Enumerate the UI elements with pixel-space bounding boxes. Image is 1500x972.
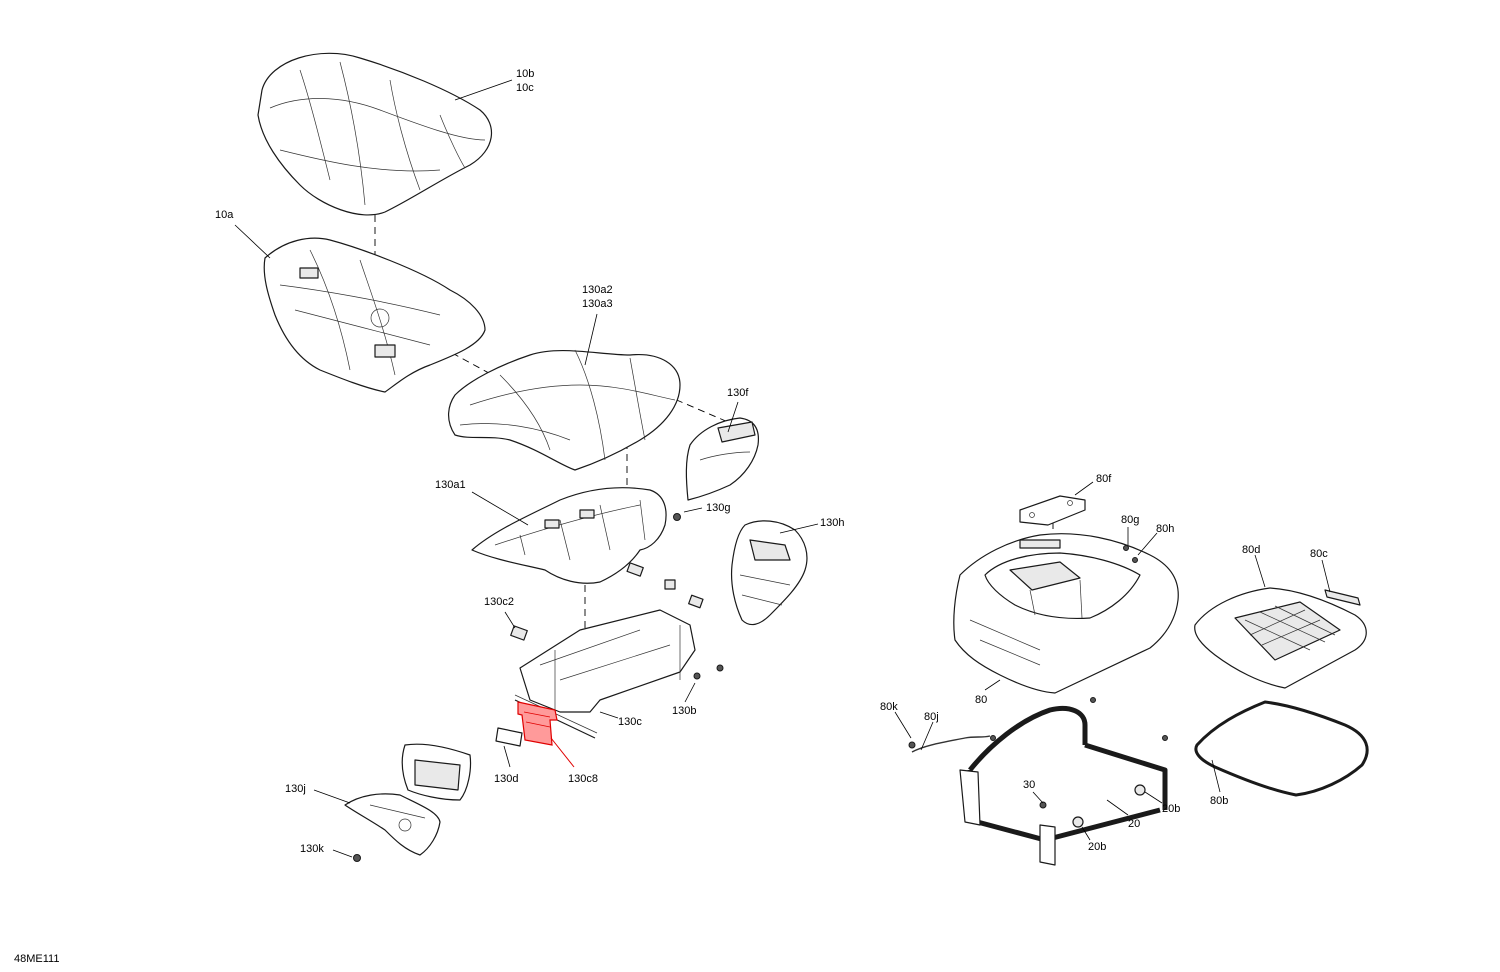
label-130c8[interactable]: 130c8 bbox=[568, 773, 598, 785]
seat-cushion-130a2[interactable] bbox=[448, 349, 681, 471]
label-80g[interactable]: 80g bbox=[1121, 514, 1139, 526]
label-80f[interactable]: 80f bbox=[1096, 473, 1112, 485]
screw-130k[interactable] bbox=[353, 854, 361, 862]
fasteners-130c2[interactable] bbox=[510, 562, 704, 641]
seat-base-10a[interactable] bbox=[263, 237, 486, 393]
label-20b-right[interactable]: 20b bbox=[1162, 803, 1180, 815]
label-130a1[interactable]: 130a1 bbox=[435, 479, 466, 491]
screw-130g[interactable] bbox=[673, 513, 681, 521]
screw-80g[interactable] bbox=[1123, 545, 1129, 551]
diagram-id: 48ME111 bbox=[14, 953, 59, 965]
label-130a3[interactable]: 130a3 bbox=[582, 298, 613, 310]
label-130k[interactable]: 130k bbox=[300, 843, 324, 855]
seat-pan-130a1[interactable] bbox=[471, 487, 667, 584]
handle-130j[interactable] bbox=[401, 743, 472, 801]
strip-80c[interactable] bbox=[1324, 589, 1361, 606]
cable-80j[interactable] bbox=[908, 735, 991, 753]
label-130a2[interactable]: 130a2 bbox=[582, 284, 613, 296]
support-frame-20[interactable] bbox=[959, 705, 1168, 866]
storage-bin-80[interactable] bbox=[953, 533, 1179, 694]
label-10c[interactable]: 10c bbox=[516, 82, 534, 94]
label-130c2[interactable]: 130c2 bbox=[484, 596, 514, 608]
leader-lines bbox=[234, 79, 1331, 858]
screws-frame bbox=[990, 697, 1168, 741]
label-20[interactable]: 20 bbox=[1128, 818, 1140, 830]
seat-cushion-10b[interactable] bbox=[257, 52, 493, 216]
label-80[interactable]: 80 bbox=[975, 694, 987, 706]
label-10b[interactable]: 10b bbox=[516, 68, 534, 80]
label-80b[interactable]: 80b bbox=[1210, 795, 1228, 807]
label-80h[interactable]: 80h bbox=[1156, 523, 1174, 535]
label-80j[interactable]: 80j bbox=[924, 711, 939, 723]
label-130g[interactable]: 130g bbox=[706, 502, 730, 514]
gasket-80b[interactable] bbox=[1194, 700, 1369, 797]
callout-labels: 10b 10c 10a 130a2 130a3 130f 130a1 130g … bbox=[215, 68, 1328, 855]
label-130c[interactable]: 130c bbox=[618, 716, 642, 728]
label-130j[interactable]: 130j bbox=[285, 783, 306, 795]
bracket-130j[interactable] bbox=[344, 793, 441, 856]
label-20b-bottom[interactable]: 20b bbox=[1088, 841, 1106, 853]
side-panel-130h[interactable] bbox=[730, 520, 808, 626]
side-cover-130f[interactable] bbox=[685, 417, 760, 501]
lid-80d[interactable] bbox=[1194, 587, 1367, 689]
bracket-130c8-highlighted[interactable] bbox=[517, 701, 558, 746]
bushing-20b-2[interactable] bbox=[1072, 816, 1084, 828]
label-130h[interactable]: 130h bbox=[820, 517, 844, 529]
label-130d[interactable]: 130d bbox=[494, 773, 518, 785]
label-130b[interactable]: 130b bbox=[672, 705, 696, 717]
screw-80h[interactable] bbox=[1132, 557, 1138, 563]
bushing-20b-1[interactable] bbox=[1134, 784, 1146, 796]
label-80k[interactable]: 80k bbox=[880, 701, 898, 713]
label-30[interactable]: 30 bbox=[1023, 779, 1035, 791]
label-130d[interactable] bbox=[495, 727, 523, 747]
label-80c[interactable]: 80c bbox=[1310, 548, 1328, 560]
screw-30[interactable] bbox=[1039, 801, 1047, 809]
label-10a[interactable]: 10a bbox=[215, 209, 234, 221]
label-80d[interactable]: 80d bbox=[1242, 544, 1260, 556]
latch-plate-80f[interactable] bbox=[1019, 495, 1086, 526]
label-130f[interactable]: 130f bbox=[727, 387, 749, 399]
